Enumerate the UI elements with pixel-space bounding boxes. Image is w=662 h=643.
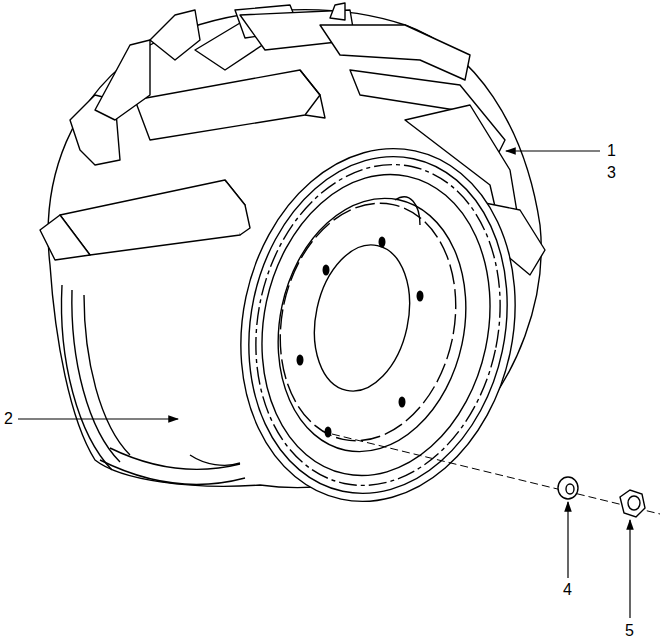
bolt-holes	[297, 237, 424, 438]
rim	[209, 123, 547, 527]
callout-number: 1	[607, 142, 616, 160]
nut	[620, 490, 645, 517]
callout-number: 3	[607, 164, 616, 182]
leader-lines	[18, 151, 630, 618]
washer	[558, 477, 578, 499]
callout-number: 5	[625, 622, 634, 640]
axis-line	[332, 434, 660, 514]
callout-number: 2	[4, 410, 13, 428]
callout-number: 4	[563, 581, 572, 599]
